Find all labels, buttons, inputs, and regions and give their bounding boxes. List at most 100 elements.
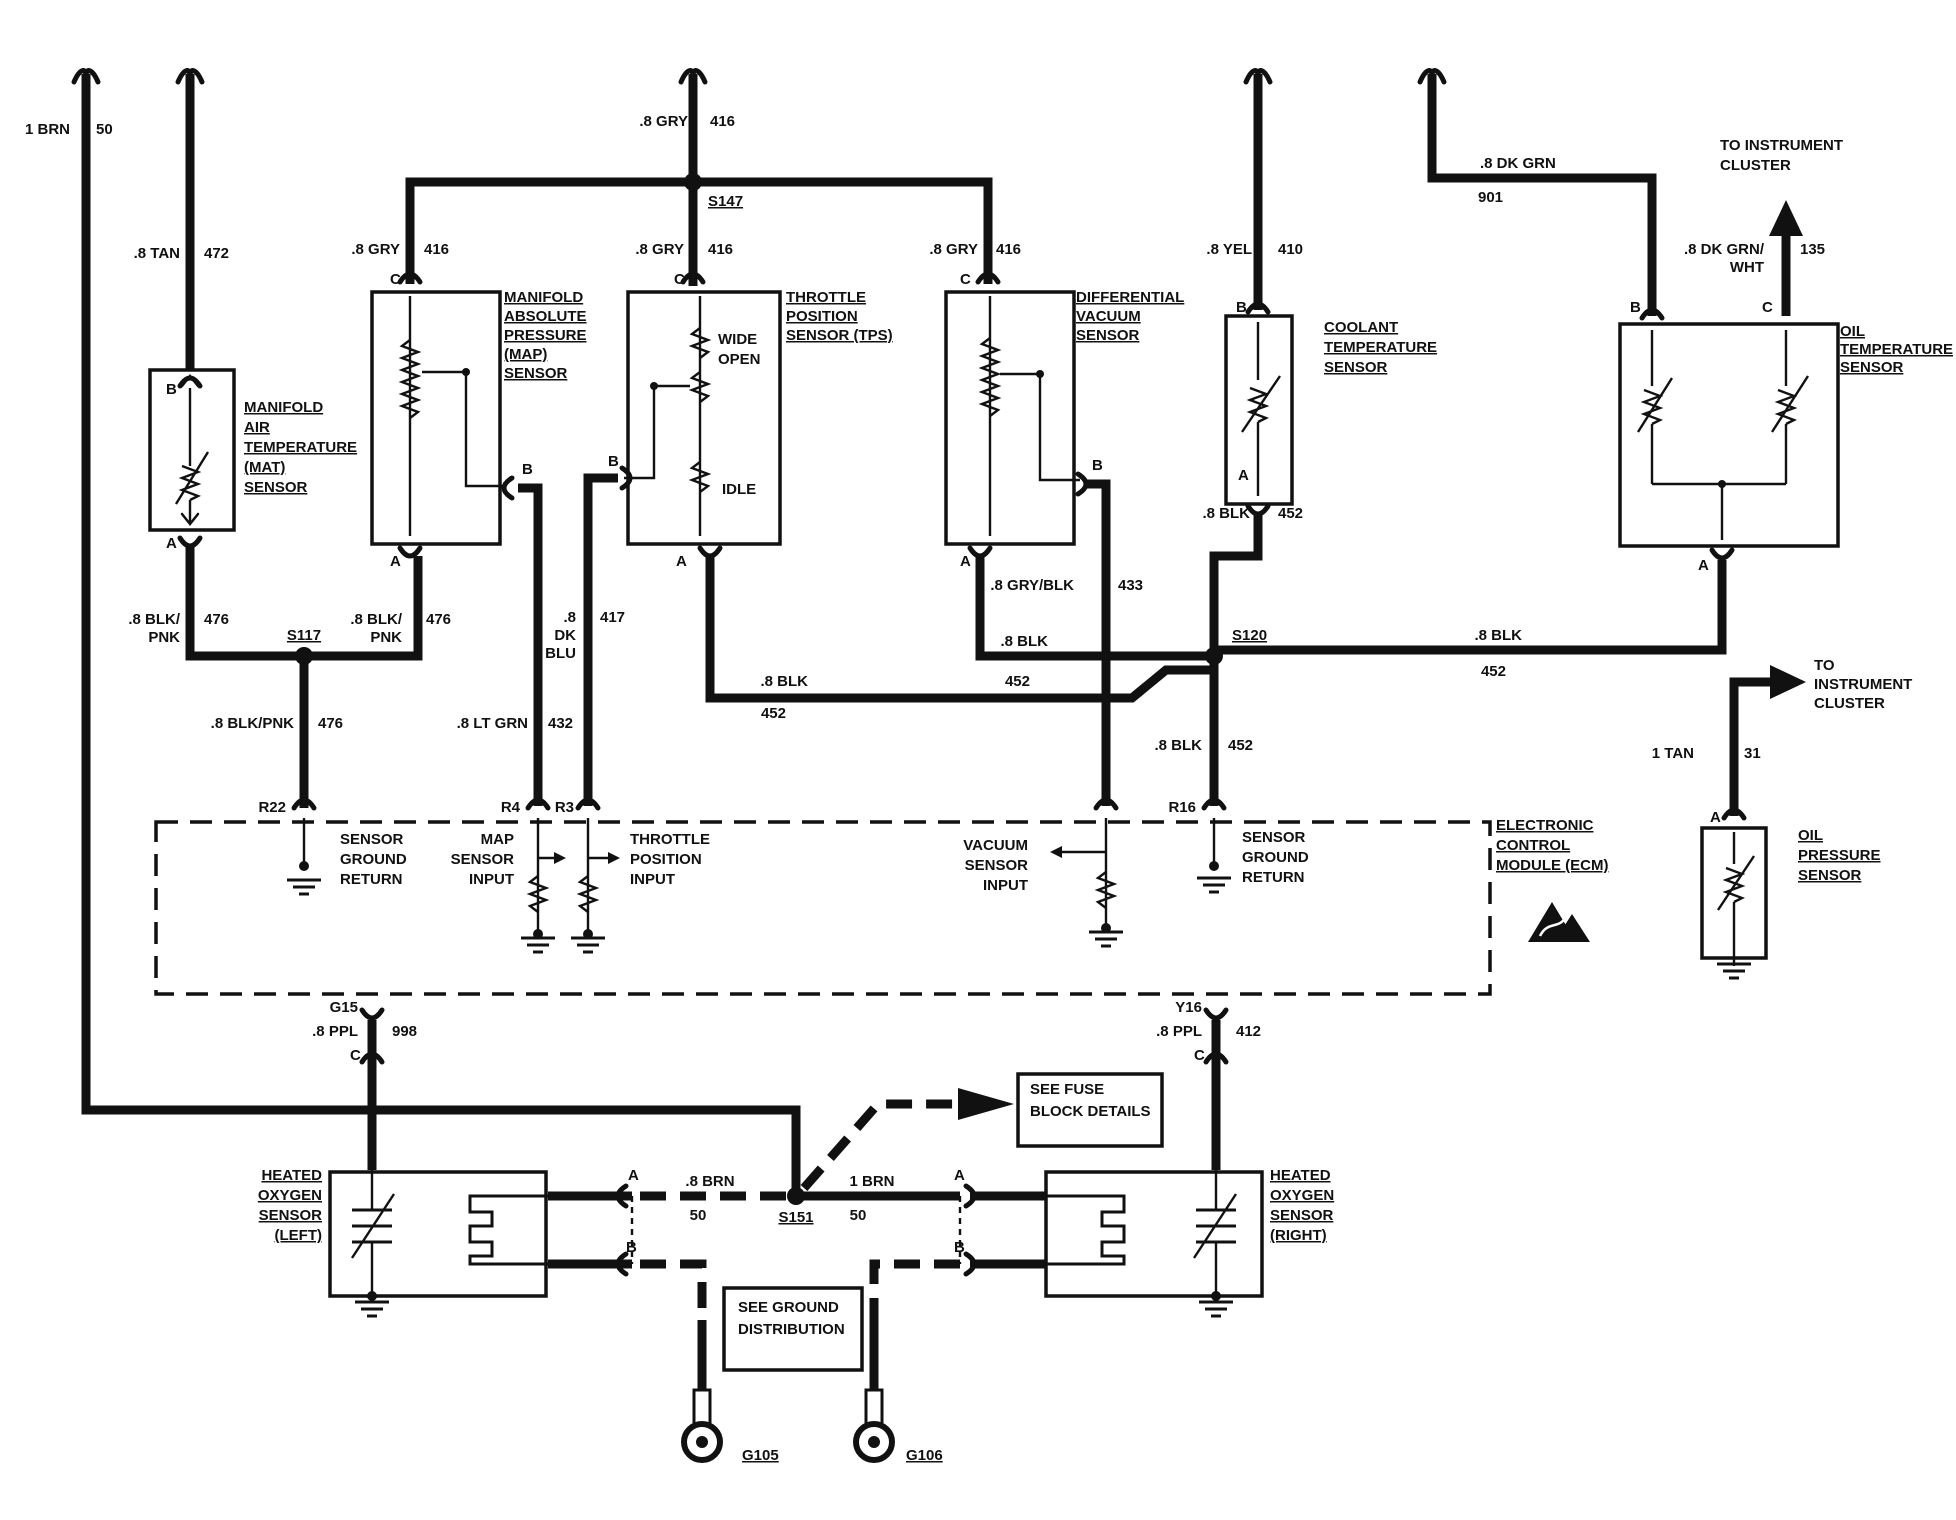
wire-blk-452-oil [1214,560,1727,655]
wire-color-label: BLU [545,645,576,662]
destination-label: CLUSTER [1814,695,1885,712]
fuse-block-link: SEE FUSE [1030,1081,1104,1098]
wire-circuit-label: 410 [1278,241,1303,258]
wire-dkgrn-901 [1427,74,1657,316]
connector-pin-label: A [166,535,177,552]
splice-label: S147 [708,193,743,210]
component-name: COOLANT [1324,319,1398,336]
connector-pin-label: B [522,461,533,478]
ho2s-left [328,1170,548,1301]
wire-color-label: .8 BLK/ [350,611,403,628]
tps-wide-open-label: OPEN [718,351,761,368]
wire-color-label: .8 GRY [351,241,400,258]
coolant-temperature-sensor [1224,314,1294,506]
component-name: TEMPERATURE [1324,339,1437,356]
ecm-input-label: RETURN [1242,869,1305,886]
connector-pin-label: A [1710,809,1721,826]
wire-circuit-label: 416 [710,113,735,130]
connector-pin-label: G15 [330,999,358,1016]
ground-symbol [1197,1300,1235,1318]
ground-symbol [353,1300,391,1318]
component-name: AIR [244,419,270,436]
component-name: ELECTRONIC [1496,817,1594,834]
splice-label: S120 [1232,627,1267,644]
tps-idle-label: IDLE [722,481,756,498]
oil-temperature-sensor [1618,322,1840,548]
wire-color-label: .8 DK GRN/ [1684,241,1765,258]
wire-color-label: .8 LT GRN [457,715,528,732]
destination-label: CLUSTER [1720,157,1791,174]
ecm-input-label: SENSOR [340,831,404,848]
connector-pin-label: B [166,381,177,398]
fuse-block-link: BLOCK DETAILS [1030,1103,1151,1120]
component-name: (MAT) [244,459,285,476]
ecm-input-label: INPUT [469,871,514,888]
wire-circuit-label: 998 [392,1023,417,1040]
connector-pin-label: C [960,271,971,288]
component-name: PRESSURE [1798,847,1881,864]
connector-pin-label: B [608,453,619,470]
wire-blk-452-dvs [975,556,1212,661]
connector-pin-label: C [1762,299,1773,316]
wire-ground-left [548,1259,707,1400]
wire-circuit-label: 476 [426,611,451,628]
wire-color-label: .8 BLK [1000,633,1048,650]
ground-symbol [1715,962,1753,980]
differential-vacuum-sensor [944,290,1080,546]
destination-label: TO [1814,657,1835,674]
wire-color-label: .8 DK GRN [1480,155,1556,172]
ground-label: G105 [742,1447,779,1464]
ecm-input-label: RETURN [340,871,403,888]
wire-color-label: .8 BLK [1202,505,1250,522]
wire-circuit-label: 452 [1228,737,1253,754]
mat-sensor [148,368,236,532]
connector-pin-label: R4 [501,799,521,816]
wire-circuit-label: 452 [1278,505,1303,522]
wire-color-label: .8 GRY [635,241,684,258]
connector-pin-label: B [1236,299,1247,316]
ecm-input-label: VACUUM [963,837,1028,854]
splice-s117-node [295,647,313,665]
wire-circuit-label: 901 [1478,189,1503,206]
wire-color-label: .8 GRY/BLK [990,577,1074,594]
ho2s-right [1044,1170,1264,1301]
connector-pin-label: C [1194,1047,1205,1064]
wire-circuit-label: 476 [204,611,229,628]
wire-color-label: PNK [370,629,402,646]
component-name: (RIGHT) [1270,1227,1327,1244]
component-name: HEATED [261,1167,322,1184]
component-name: MANIFOLD [244,399,323,416]
component-name: SENSOR [1324,359,1388,376]
ecm-input-label: THROTTLE [630,831,710,848]
component-name: THROTTLE [786,289,866,306]
component-name: MODULE (ECM) [1496,857,1609,874]
wire-color-label: .8 GRY [639,113,688,130]
wire-fuse-feed [800,1088,1014,1191]
component-name: SENSOR (TPS) [786,327,893,344]
wire-color-label: DK [554,627,576,644]
ground-eyelet-g106 [853,1388,895,1463]
wire-circuit-label: 416 [708,241,733,258]
ecm-input-label: GROUND [1242,849,1309,866]
wire-color-label: PNK [148,629,180,646]
wire-circuit-label: 416 [424,241,449,258]
wire-color-label: .8 BLK/PNK [211,715,295,732]
ecm-input-label: SENSOR [1242,829,1306,846]
component-name: OIL [1840,323,1865,340]
connector-pin-label: R16 [1168,799,1196,816]
component-name: OIL [1798,827,1823,844]
ecm-input-label: SENSOR [451,851,515,868]
ground-distribution-link: DISTRIBUTION [738,1321,845,1338]
component-name: SENSOR [1840,359,1904,376]
wire-circuit-label: 50 [690,1207,707,1224]
wire-color-label: .8 BLK/ [128,611,181,628]
ground-distribution-reference-box[interactable] [722,1286,864,1372]
destination-label: TO INSTRUMENT [1720,137,1843,154]
component-name: SENSOR [1798,867,1862,884]
fuse-block-reference-box[interactable] [1016,1072,1164,1148]
wire-tan-31 [1729,665,1806,816]
wire-circuit-label: 452 [761,705,786,722]
wire-ground-right [869,1259,1046,1400]
component-name: DIFFERENTIAL [1076,289,1184,306]
splice-s151-node [787,1187,805,1205]
